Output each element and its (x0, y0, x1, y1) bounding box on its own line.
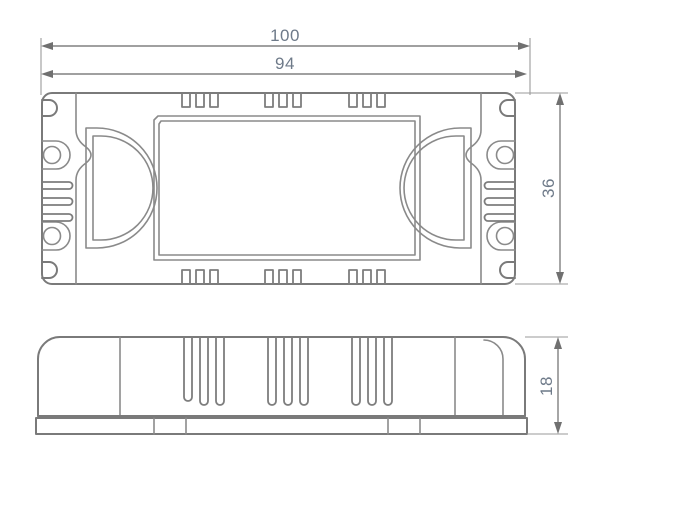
notch-top-right (499, 99, 516, 117)
dimension-body-length: 94 (41, 54, 527, 78)
mounting-hole-circle-top-left (42, 145, 62, 165)
side-seam-right-rounded (483, 339, 504, 417)
notch-bottom-left (41, 261, 58, 279)
panel-seam-right (465, 92, 482, 285)
center-panel-outer (153, 115, 421, 261)
side-fin-slot-2-3 (299, 336, 309, 406)
base-strip-body (35, 417, 528, 435)
dim-label-height: 18 (537, 376, 556, 396)
vent-slot-top-1-1 (181, 92, 191, 108)
mounting-hole-circle-bottom-left (42, 226, 62, 246)
side-base-strip (35, 415, 528, 435)
vent-slots-top (181, 92, 386, 108)
vent-slot-top-2-2 (278, 92, 288, 108)
mounting-hole-circle-bottom-right (495, 226, 515, 246)
vent-slot-bottom-1-1 (181, 269, 191, 285)
vent-slots-bottom (181, 269, 386, 285)
fin-slot-left-3 (41, 213, 74, 222)
fin-slot-left-1 (41, 181, 74, 190)
fin-slot-left-2 (41, 197, 74, 206)
notch-bottom-right (499, 261, 516, 279)
dimension-width: 36 (515, 92, 568, 285)
vent-slot-bottom-2-2 (278, 269, 288, 285)
dim-label-width: 36 (539, 178, 558, 198)
side-view (35, 336, 528, 435)
vent-slot-top-1-3 (209, 92, 219, 108)
mounting-hole-top-left (41, 140, 71, 170)
fin-slots-left (41, 181, 74, 222)
arrow-right-94 (515, 70, 527, 78)
side-fin-slot-1-1 (183, 336, 193, 402)
dim-label-overall-length: 100 (270, 26, 300, 45)
mounting-boss-top-right (486, 140, 516, 170)
mounting-boss-top-left (41, 140, 71, 170)
dim-label-body-length: 94 (275, 54, 295, 73)
reflector-right-inner (403, 135, 465, 241)
side-fin-slot-3-1 (351, 336, 361, 406)
center-panel-inner (158, 120, 416, 256)
vent-slot-bottom-3-2 (362, 269, 372, 285)
vent-slot-top-3-3 (376, 92, 386, 108)
top-view (41, 92, 516, 285)
vent-slot-bottom-1-3 (209, 269, 219, 285)
vent-slot-top-1-2 (195, 92, 205, 108)
vent-slot-top-3-2 (362, 92, 372, 108)
vent-slot-bottom-2-3 (292, 269, 302, 285)
reflector-left-outer (85, 127, 158, 249)
arrow-bottom-18 (554, 422, 562, 434)
reflector-left (85, 127, 158, 249)
dimension-height: 18 (525, 336, 568, 435)
mounting-boss-bottom-left (41, 221, 71, 251)
vent-slot-bottom-3-1 (348, 269, 358, 285)
notch-top-left (41, 99, 58, 117)
side-fin-slot-3-2 (367, 336, 377, 406)
side-fin-slot-2-1 (267, 336, 277, 406)
vent-slot-bottom-1-2 (195, 269, 205, 285)
arrow-right-100 (518, 42, 530, 50)
reflector-right (399, 127, 472, 249)
dimension-overall-length: 100 (40, 26, 531, 95)
vent-slot-bottom-2-1 (264, 269, 274, 285)
fin-slot-right-2 (483, 197, 516, 206)
side-fin-slot-1-3 (215, 336, 225, 406)
side-fin-slot-1-2 (199, 336, 209, 406)
side-fin-slot-3-3 (383, 336, 393, 406)
mounting-hole-bottom-left (41, 221, 71, 251)
mounting-hole-top-right (486, 140, 516, 170)
side-fin-slots-group-1 (183, 336, 225, 406)
arrow-bottom-36 (556, 272, 564, 284)
arrow-left-100 (41, 42, 53, 50)
vent-slot-top-2-1 (264, 92, 274, 108)
reflector-right-outer (399, 127, 472, 249)
mounting-hole-bottom-right (486, 221, 516, 251)
arrow-left-94 (41, 70, 53, 78)
mounting-boss-bottom-right (486, 221, 516, 251)
fin-slots-right (483, 181, 516, 222)
reflector-left-inner (92, 135, 154, 241)
fin-slot-right-3 (483, 213, 516, 222)
arrow-top-18 (554, 337, 562, 349)
vent-slot-top-3-1 (348, 92, 358, 108)
side-fin-slot-2-2 (283, 336, 293, 406)
mounting-hole-circle-top-right (495, 145, 515, 165)
vent-slot-bottom-3-3 (376, 269, 386, 285)
side-view-body-outline (37, 336, 526, 417)
panel-seam-left (75, 92, 92, 285)
side-fin-slots-group-2 (267, 336, 309, 406)
vent-slot-top-2-3 (292, 92, 302, 108)
arrow-top-36 (556, 93, 564, 105)
side-fin-slots-group-3 (351, 336, 393, 406)
fin-slot-right-1 (483, 181, 516, 190)
